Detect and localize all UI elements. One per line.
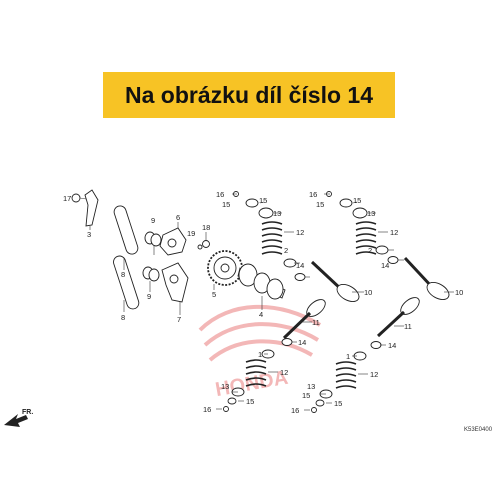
label-8-lower: 8	[121, 313, 125, 322]
label-1-right: 1	[346, 352, 350, 361]
washer-upper	[144, 231, 162, 247]
label-9-lower: 9	[147, 292, 151, 301]
label-16-lower-right: 16	[291, 406, 299, 415]
label-15-top-left-a: 15	[222, 200, 230, 209]
label-17: 17	[63, 194, 71, 203]
label-18: 18	[202, 223, 210, 232]
leader-lines	[89, 193, 454, 411]
label-16-lower-left: 16	[203, 405, 211, 414]
label-13-lower-right: 13	[307, 382, 315, 391]
banner-title: Na obrázku díl číslo 14	[125, 81, 373, 108]
valve-spring-top-right	[355, 221, 377, 255]
valve-spring-lower-right	[335, 361, 357, 389]
camshaft	[237, 263, 286, 300]
label-3: 3	[87, 230, 91, 239]
label-2-right: 2	[368, 246, 372, 255]
label-15-lower-right-a: 15	[302, 391, 310, 400]
label-14-lower-left: 14	[298, 338, 306, 347]
valve-lower-left	[282, 299, 326, 340]
label-11-right: 11	[404, 322, 412, 331]
label-15-lower-right-b: 15	[334, 399, 342, 408]
label-14-lower-right: 14	[388, 341, 396, 350]
part-labels: 17 3 8 9 6 18 19 8 9 7 5 4 16 15 15 13 1…	[63, 190, 463, 415]
rocker-shaft-lower	[113, 255, 140, 310]
bolt-18	[202, 240, 210, 248]
stem-seal-top-left	[294, 273, 306, 281]
valve-spring-top-left	[261, 221, 283, 255]
label-19: 19	[187, 229, 195, 238]
spring-seat-top-right	[375, 245, 389, 255]
cotter-lower-left	[227, 397, 237, 405]
washer-lower	[142, 266, 160, 282]
rocker-arm-upper	[159, 227, 187, 256]
label-16-top-right: 16	[309, 190, 317, 199]
part-number-banner: Na obrázku díl číslo 14	[103, 72, 395, 118]
label-12-top-right: 12	[390, 228, 398, 237]
label-2-left: 2	[284, 246, 288, 255]
label-16-top-left: 16	[216, 190, 224, 199]
label-13-top-left: 13	[273, 209, 281, 218]
label-15-lower-left: 15	[246, 397, 254, 406]
label-13-top-right: 13	[367, 209, 375, 218]
cam-sprocket	[207, 250, 243, 286]
label-4: 4	[259, 310, 263, 319]
rocker-shaft-upper	[113, 205, 139, 255]
label-9-upper: 9	[151, 216, 155, 225]
direction-label: FR.	[22, 409, 33, 416]
retainer-top-left	[245, 198, 259, 208]
stem-seal-lower-right	[370, 341, 382, 349]
label-8-upper: 8	[121, 270, 125, 279]
rocker-arm-lower	[161, 262, 189, 303]
label-10-right: 10	[455, 288, 463, 297]
intake-valve	[310, 260, 360, 302]
label-12-top-left: 12	[296, 228, 304, 237]
valve-spring-lower-left	[245, 359, 267, 387]
label-1-left: 1	[258, 350, 262, 359]
retainer-plate	[84, 189, 99, 227]
cotter-lower-right	[315, 399, 325, 407]
label-14-top-right: 14	[381, 261, 389, 270]
label-5: 5	[212, 290, 216, 299]
label-15-top-right-a: 15	[316, 200, 324, 209]
label-15-top-right-b: 15	[353, 196, 361, 205]
label-12-lower-right: 12	[370, 370, 378, 379]
label-6: 6	[176, 213, 180, 222]
stem-seal-top-right	[387, 256, 399, 264]
cap-lower-right	[311, 407, 317, 413]
stem-seal-lower-left	[281, 338, 293, 346]
retainer-collar-top-left	[258, 207, 274, 219]
label-11-left: 11	[312, 318, 320, 327]
label-13-lower-left: 13	[221, 382, 229, 391]
exhaust-valve	[403, 256, 450, 300]
cap-lower-left	[223, 406, 229, 412]
diagram-code: K53E0400	[464, 427, 493, 433]
front-direction-arrow: FR.	[4, 409, 33, 427]
bolt-17	[71, 193, 87, 203]
label-10-left: 10	[364, 288, 372, 297]
bolt-19	[197, 244, 203, 250]
retainer-top-right	[339, 198, 353, 208]
label-14-top-left: 14	[296, 261, 304, 270]
valve-lower-right	[376, 297, 420, 338]
label-7: 7	[177, 315, 181, 324]
retainer-collar-top-right	[352, 207, 368, 219]
label-12-lower-left: 12	[280, 368, 288, 377]
label-15-top-left-b: 15	[259, 196, 267, 205]
